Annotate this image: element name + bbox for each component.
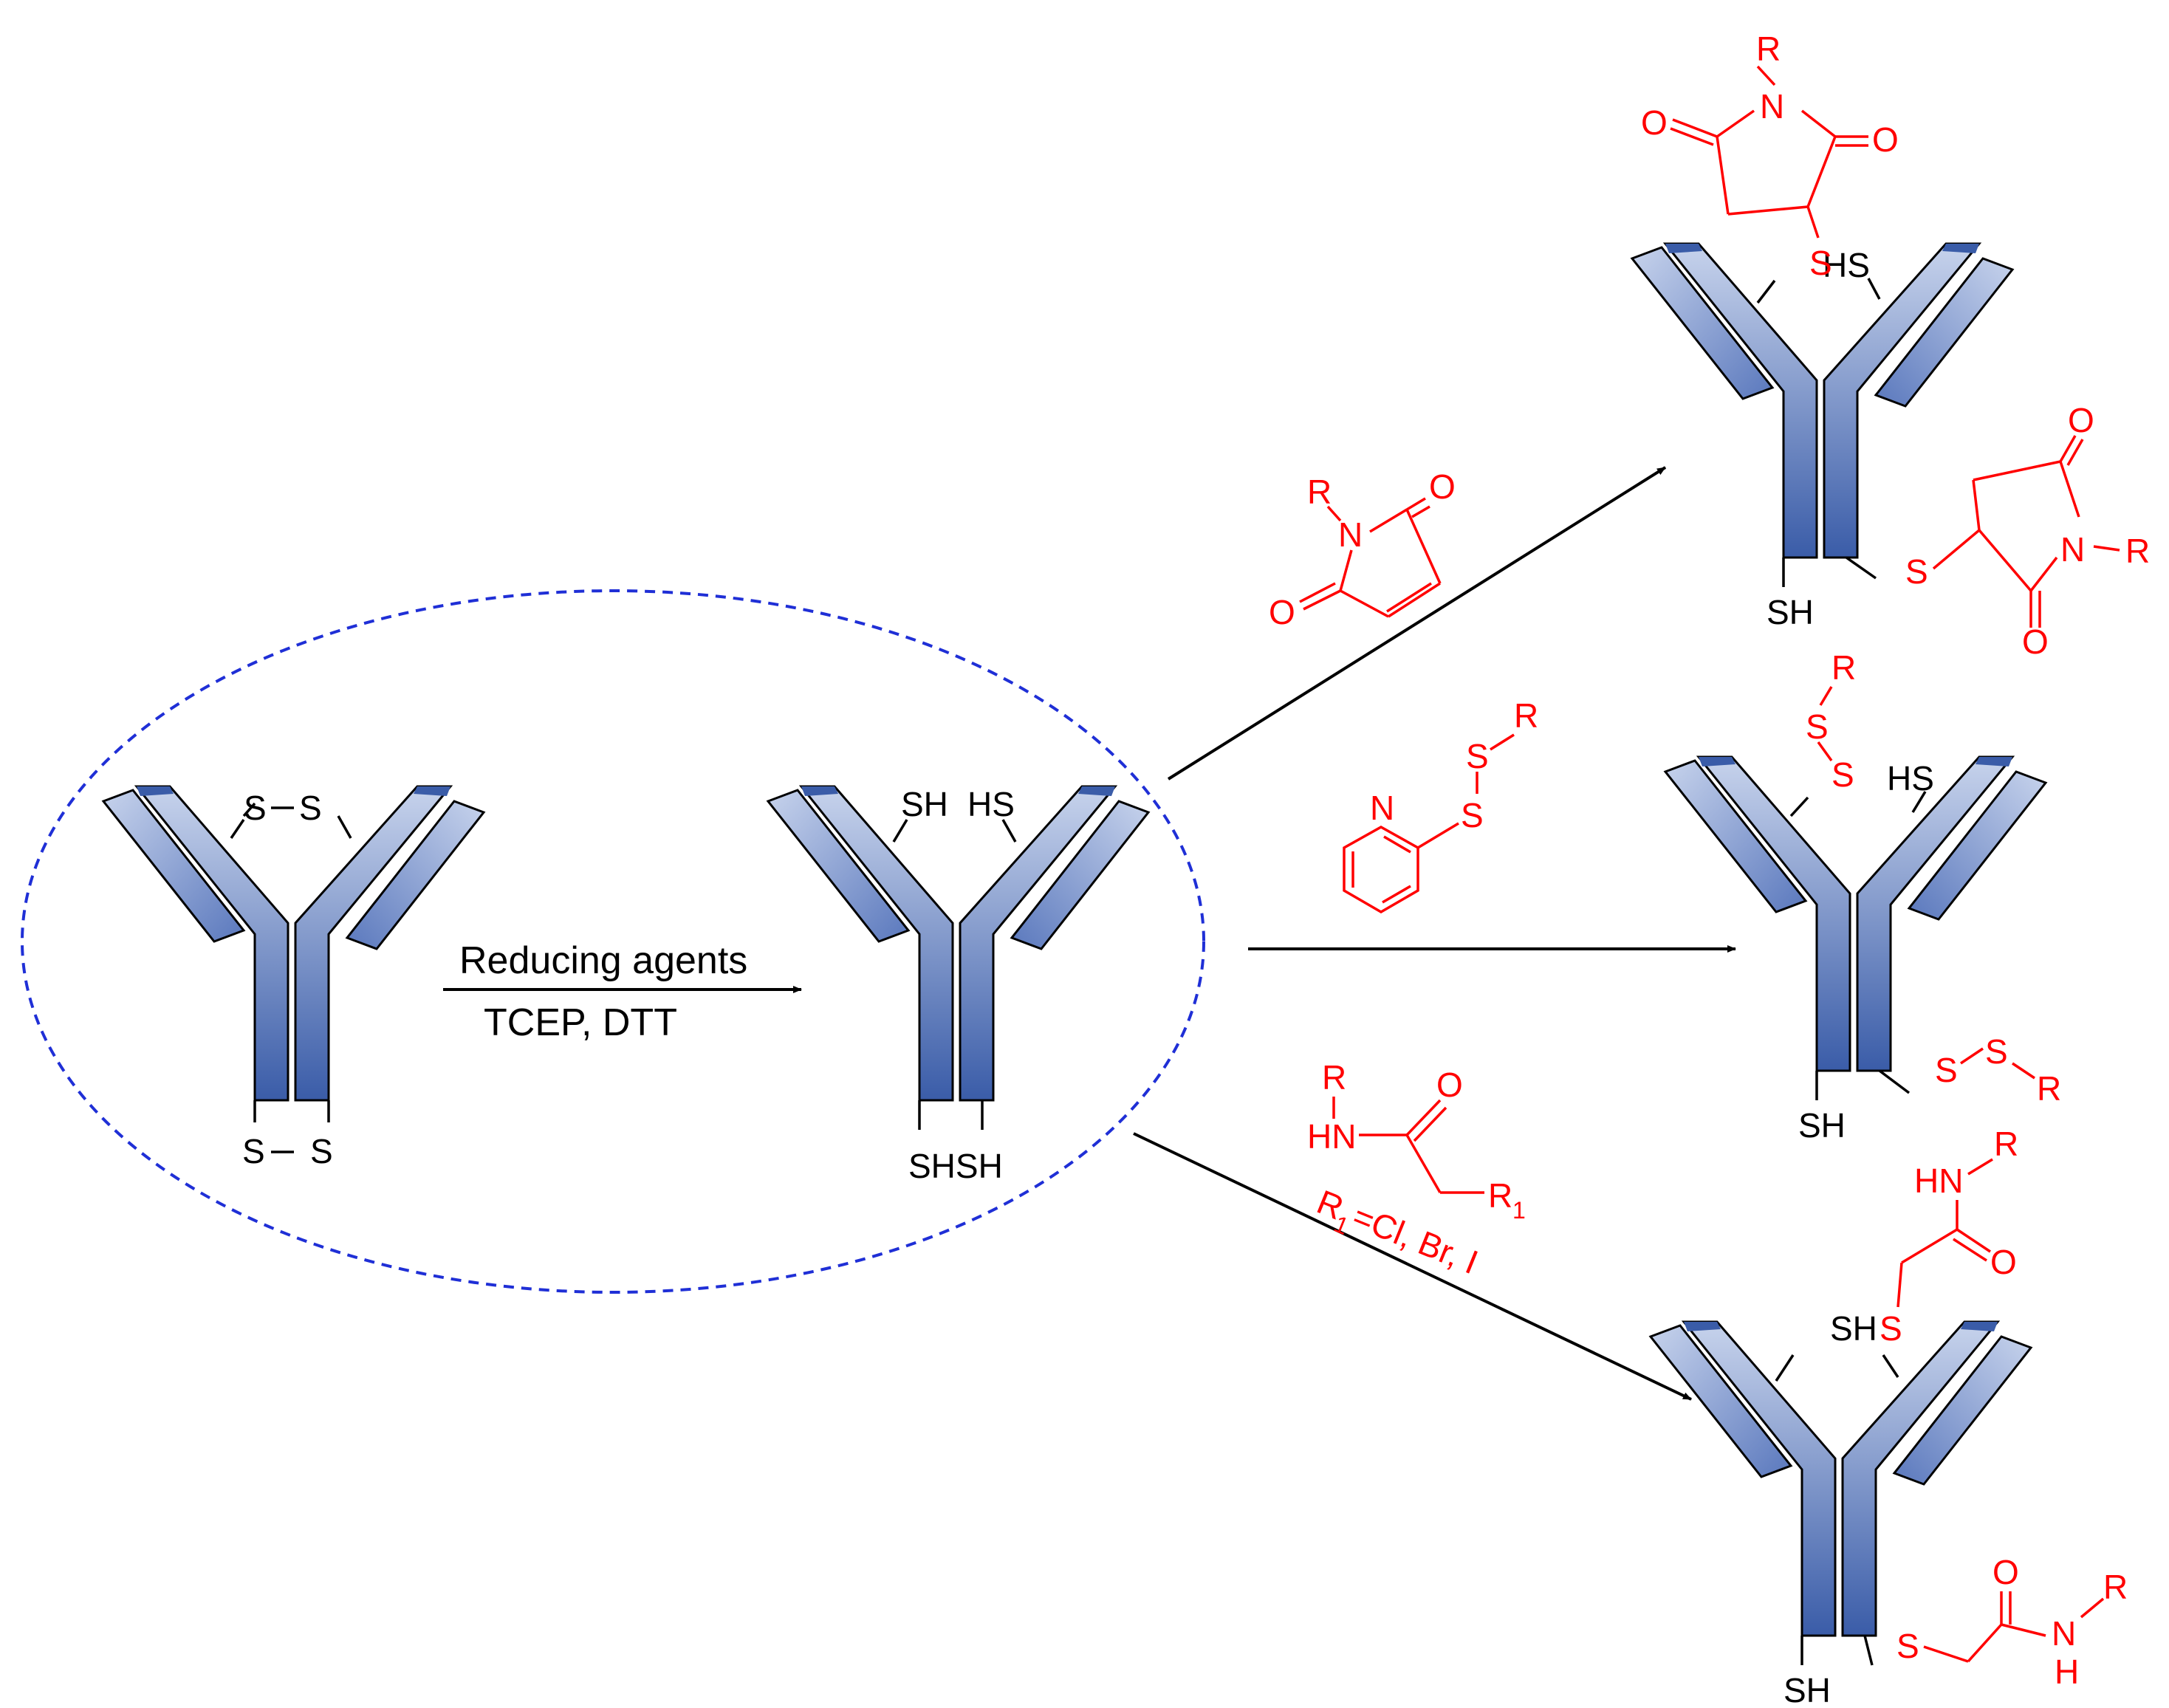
svg-text:R: R <box>1322 1058 1346 1097</box>
svg-text:N: N <box>2060 530 2085 569</box>
condition-tcep-dtt: TCEP, DTT <box>484 1001 677 1044</box>
svg-text:N: N <box>1370 789 1394 827</box>
light-chain-left <box>101 789 246 943</box>
svg-text:HN: HN <box>1307 1117 1356 1156</box>
svg-text:1: 1 <box>1512 1197 1526 1224</box>
acetamide-bottom: S O N H R <box>1896 1553 2128 1691</box>
svg-text:S: S <box>1896 1627 1919 1665</box>
svg-text:S: S <box>1461 796 1484 834</box>
svg-text:R: R <box>2125 532 2150 570</box>
svg-text:O: O <box>1990 1243 2017 1281</box>
reduction-ellipse <box>21 589 1205 1294</box>
svg-text:S: S <box>1466 737 1489 775</box>
svg-text:R: R <box>1832 648 1856 687</box>
svg-text:S: S <box>1905 552 1928 591</box>
svg-text:R: R <box>1488 1176 1512 1215</box>
product-maleimide-conjugate: HS SH <box>1630 242 2015 631</box>
antibody-reduced: SH HS SHSH <box>766 785 1151 1185</box>
reagent-pyridyl-disulfide: N S S R <box>1343 696 1538 914</box>
svg-text:R: R <box>1307 473 1332 511</box>
sulfur-label: S <box>310 1132 333 1170</box>
svg-text:S: S <box>1935 1051 1958 1089</box>
svg-text:O: O <box>2022 623 2049 661</box>
svg-text:R: R <box>1994 1125 2018 1163</box>
svg-text:S: S <box>1880 1309 1902 1348</box>
svg-text:S: S <box>1832 755 1854 794</box>
disulfide-bottom: S S R <box>1935 1032 2061 1108</box>
svg-text:O: O <box>1436 1066 1463 1104</box>
svg-text:R: R <box>1514 696 1538 735</box>
svg-text:SH: SH <box>1767 593 1814 631</box>
svg-text:R: R <box>1756 30 1781 68</box>
svg-text:SH: SH <box>1783 1671 1831 1708</box>
svg-text:HS: HS <box>1823 246 1870 284</box>
reagent-haloacetamide: R HN O R 1 R 1 =Cl, Br, I <box>1307 1058 1526 1281</box>
succinimide-top: S N R O O <box>1641 30 1899 282</box>
svg-text:SH: SH <box>1830 1309 1877 1348</box>
product-disulfide-conjugate: HS SH <box>1663 755 2048 1145</box>
svg-text:HS: HS <box>1887 759 1934 798</box>
svg-text:S: S <box>1985 1032 2008 1071</box>
svg-text:N: N <box>2052 1614 2076 1653</box>
sulfur-label: S <box>242 1132 265 1170</box>
svg-text:HN: HN <box>1914 1162 1963 1200</box>
thiol-label: SH <box>901 785 948 823</box>
succinimide-bottom: S N R O O <box>1905 401 2150 661</box>
arrow-haloacetamide <box>1133 1132 1692 1401</box>
product-acetamide-conjugate: SH SH <box>1648 1309 2033 1708</box>
svg-text:SH: SH <box>1798 1106 1846 1145</box>
condition-reducing-agents: Reducing agents <box>459 939 747 982</box>
svg-text:O: O <box>1429 467 1456 506</box>
svg-text:O: O <box>1872 120 1899 159</box>
thiol-pair-label: SHSH <box>908 1147 1003 1185</box>
arrow-maleimide <box>1167 466 1667 781</box>
antibody-intact: S S S S <box>101 785 486 1170</box>
svg-text:N: N <box>1760 87 1784 126</box>
svg-text:S: S <box>1809 244 1832 282</box>
svg-text:O: O <box>1641 103 1668 142</box>
svg-text:O: O <box>1269 593 1295 631</box>
svg-text:S: S <box>1806 707 1829 746</box>
svg-text:R: R <box>2037 1069 2061 1108</box>
sulfur-label: S <box>299 789 322 827</box>
disulfide-top: S S R <box>1806 648 1856 794</box>
svg-text:O: O <box>1992 1553 2019 1591</box>
svg-text:O: O <box>2068 401 2094 439</box>
acetamide-top: S O HN R <box>1880 1125 2018 1348</box>
reagent-maleimide: R N O O <box>1269 467 1456 631</box>
svg-text:R: R <box>2103 1568 2128 1606</box>
svg-text:N: N <box>1338 515 1363 554</box>
sulfur-label: S <box>244 789 267 827</box>
light-chain-right <box>345 800 486 950</box>
svg-text:H: H <box>2055 1653 2079 1691</box>
thiol-label: HS <box>967 785 1015 823</box>
